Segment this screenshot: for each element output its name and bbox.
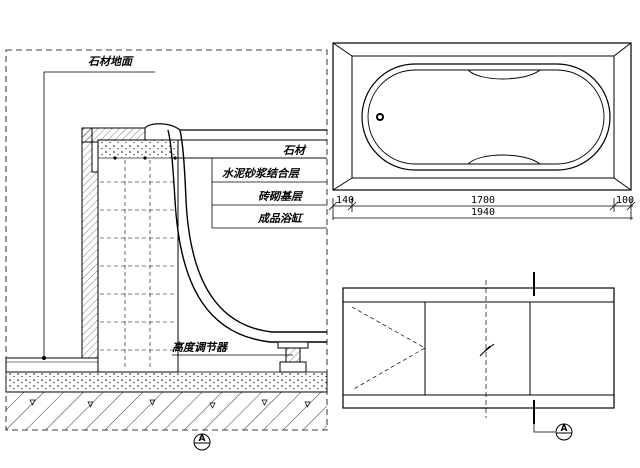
mortar-layer [97,139,179,159]
floor-label: 石材地面 [88,55,134,68]
section-cut [533,272,555,433]
section-mark-right: A [555,423,573,441]
plan-inner-frame [351,55,615,179]
section-mark-left: A [193,433,211,451]
tub-basin-inner [367,69,605,165]
adjuster-label: 高度调节器 [172,341,229,354]
plan-dimensions [328,198,636,220]
drain-icon [376,113,384,121]
svg-text:A: A [199,434,206,444]
section-view: 石材地面 石材 水泥砂浆结合层 砖砌基层 成品浴缸 高度调节器 A [5,49,328,451]
aggregate-marks [29,399,311,409]
layer-label-mortar: 水泥砂浆结合层 [222,167,301,180]
svg-text:A: A [561,424,568,434]
tub-basin-outer [361,63,611,171]
dim-140: 140 [336,195,354,206]
brick-coursing [100,160,176,370]
break-symbol [479,343,495,357]
layer-label-stone: 石材 [283,144,307,157]
layer-label-brick: 砖砌基层 [258,190,304,203]
plan-view: 140 1700 100 1940 [328,42,636,220]
brick-base [97,139,179,373]
tub-shell-outer [167,129,327,343]
height-adjuster [277,341,309,373]
floor-leader [43,71,155,358]
dim-100: 100 [616,195,634,206]
tub-shell-inner [179,129,327,333]
concrete-slab [5,371,328,393]
stone-floor [5,357,102,373]
dim-1700: 1700 [471,195,495,206]
tub-rim [144,123,327,131]
dim-total: 1940 [471,207,495,218]
earth-hatch [6,392,327,430]
layer-label-tub: 成品浴缸 [257,212,304,225]
side-outer-frame [342,287,615,409]
side-view: A [342,272,615,441]
